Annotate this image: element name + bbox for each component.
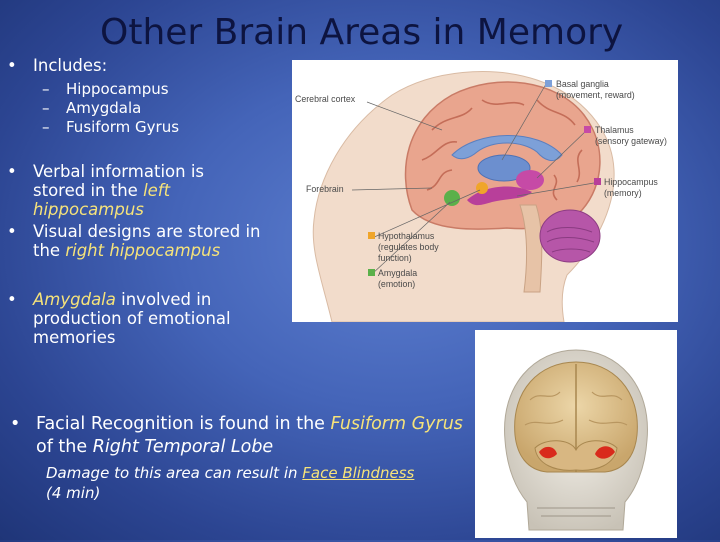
legend-swatch-basal-ganglia <box>545 80 552 87</box>
svg-text:(memory): (memory) <box>604 188 642 198</box>
sub-item-hippocampus: – Hippocampus <box>42 80 169 98</box>
thalamus-shape <box>516 170 544 190</box>
bullet-dot: • <box>7 56 17 75</box>
cerebellum-shape <box>539 209 601 263</box>
legend-swatch-amygdala <box>368 269 375 276</box>
bullet-facial-recognition: • Facial Recognition is found in the Fus… <box>10 414 463 457</box>
fusiform-left-highlight <box>539 446 557 459</box>
amygdala-shape <box>444 190 460 206</box>
svg-text:(movement, reward): (movement, reward) <box>556 90 635 100</box>
svg-text:(emotion): (emotion) <box>378 279 415 289</box>
brain-diagram: Cerebral cortex Forebrain Basal ganglia … <box>292 60 678 322</box>
hypothalamus-shape <box>476 182 488 194</box>
svg-text:(regulates body: (regulates body <box>378 242 439 252</box>
basal-ganglia-shape <box>451 135 563 162</box>
sub-item-amygdala: – Amygdala <box>42 99 142 117</box>
label-basal-ganglia: Basal ganglia <box>556 79 609 89</box>
sub-item-fusiform-gyrus: – Fusiform Gyrus <box>42 118 180 136</box>
label-thalamus: Thalamus <box>595 125 634 135</box>
legend-swatch-hippocampus <box>594 178 601 185</box>
bullet-verbal: • Verbal information is stored in the le… <box>7 162 205 219</box>
basal-ganglia-core <box>477 154 531 182</box>
bullet-includes: • Includes: <box>7 56 108 75</box>
fusiform-right-highlight <box>595 446 615 459</box>
label-amygdala: Amygdala <box>378 268 417 278</box>
slide-title: Other Brain Areas in Memory <box>100 12 624 53</box>
legend-swatch-thalamus <box>584 126 591 133</box>
bullet-amygdala: • Amygdala involved in production of emo… <box>7 290 231 347</box>
label-hypothalamus: Hypothalamus <box>378 231 435 241</box>
svg-text:function): function) <box>378 253 412 263</box>
fusiform-gyrus-image <box>475 330 677 538</box>
bullet-visual: • Visual designs are stored in the right… <box>7 222 261 260</box>
label-forebrain: Forebrain <box>306 184 344 194</box>
label-hippocampus: Hippocampus <box>604 177 658 187</box>
skull-brain-svg <box>504 349 648 531</box>
svg-text:(sensory gateway): (sensory gateway) <box>595 136 667 146</box>
brainstem-shape <box>519 204 543 293</box>
face-blindness-link[interactable]: Face Blindness <box>302 464 415 482</box>
legend-swatch-hypothalamus <box>368 232 375 239</box>
cerebellum-rear <box>534 440 618 471</box>
brain-diagram-svg: Cerebral cortex Forebrain Basal ganglia … <box>295 71 667 322</box>
label-cerebral-cortex: Cerebral cortex <box>295 94 356 104</box>
gyri-lines <box>421 99 583 201</box>
damage-note: Damage to this area can result in Face B… <box>46 464 415 502</box>
